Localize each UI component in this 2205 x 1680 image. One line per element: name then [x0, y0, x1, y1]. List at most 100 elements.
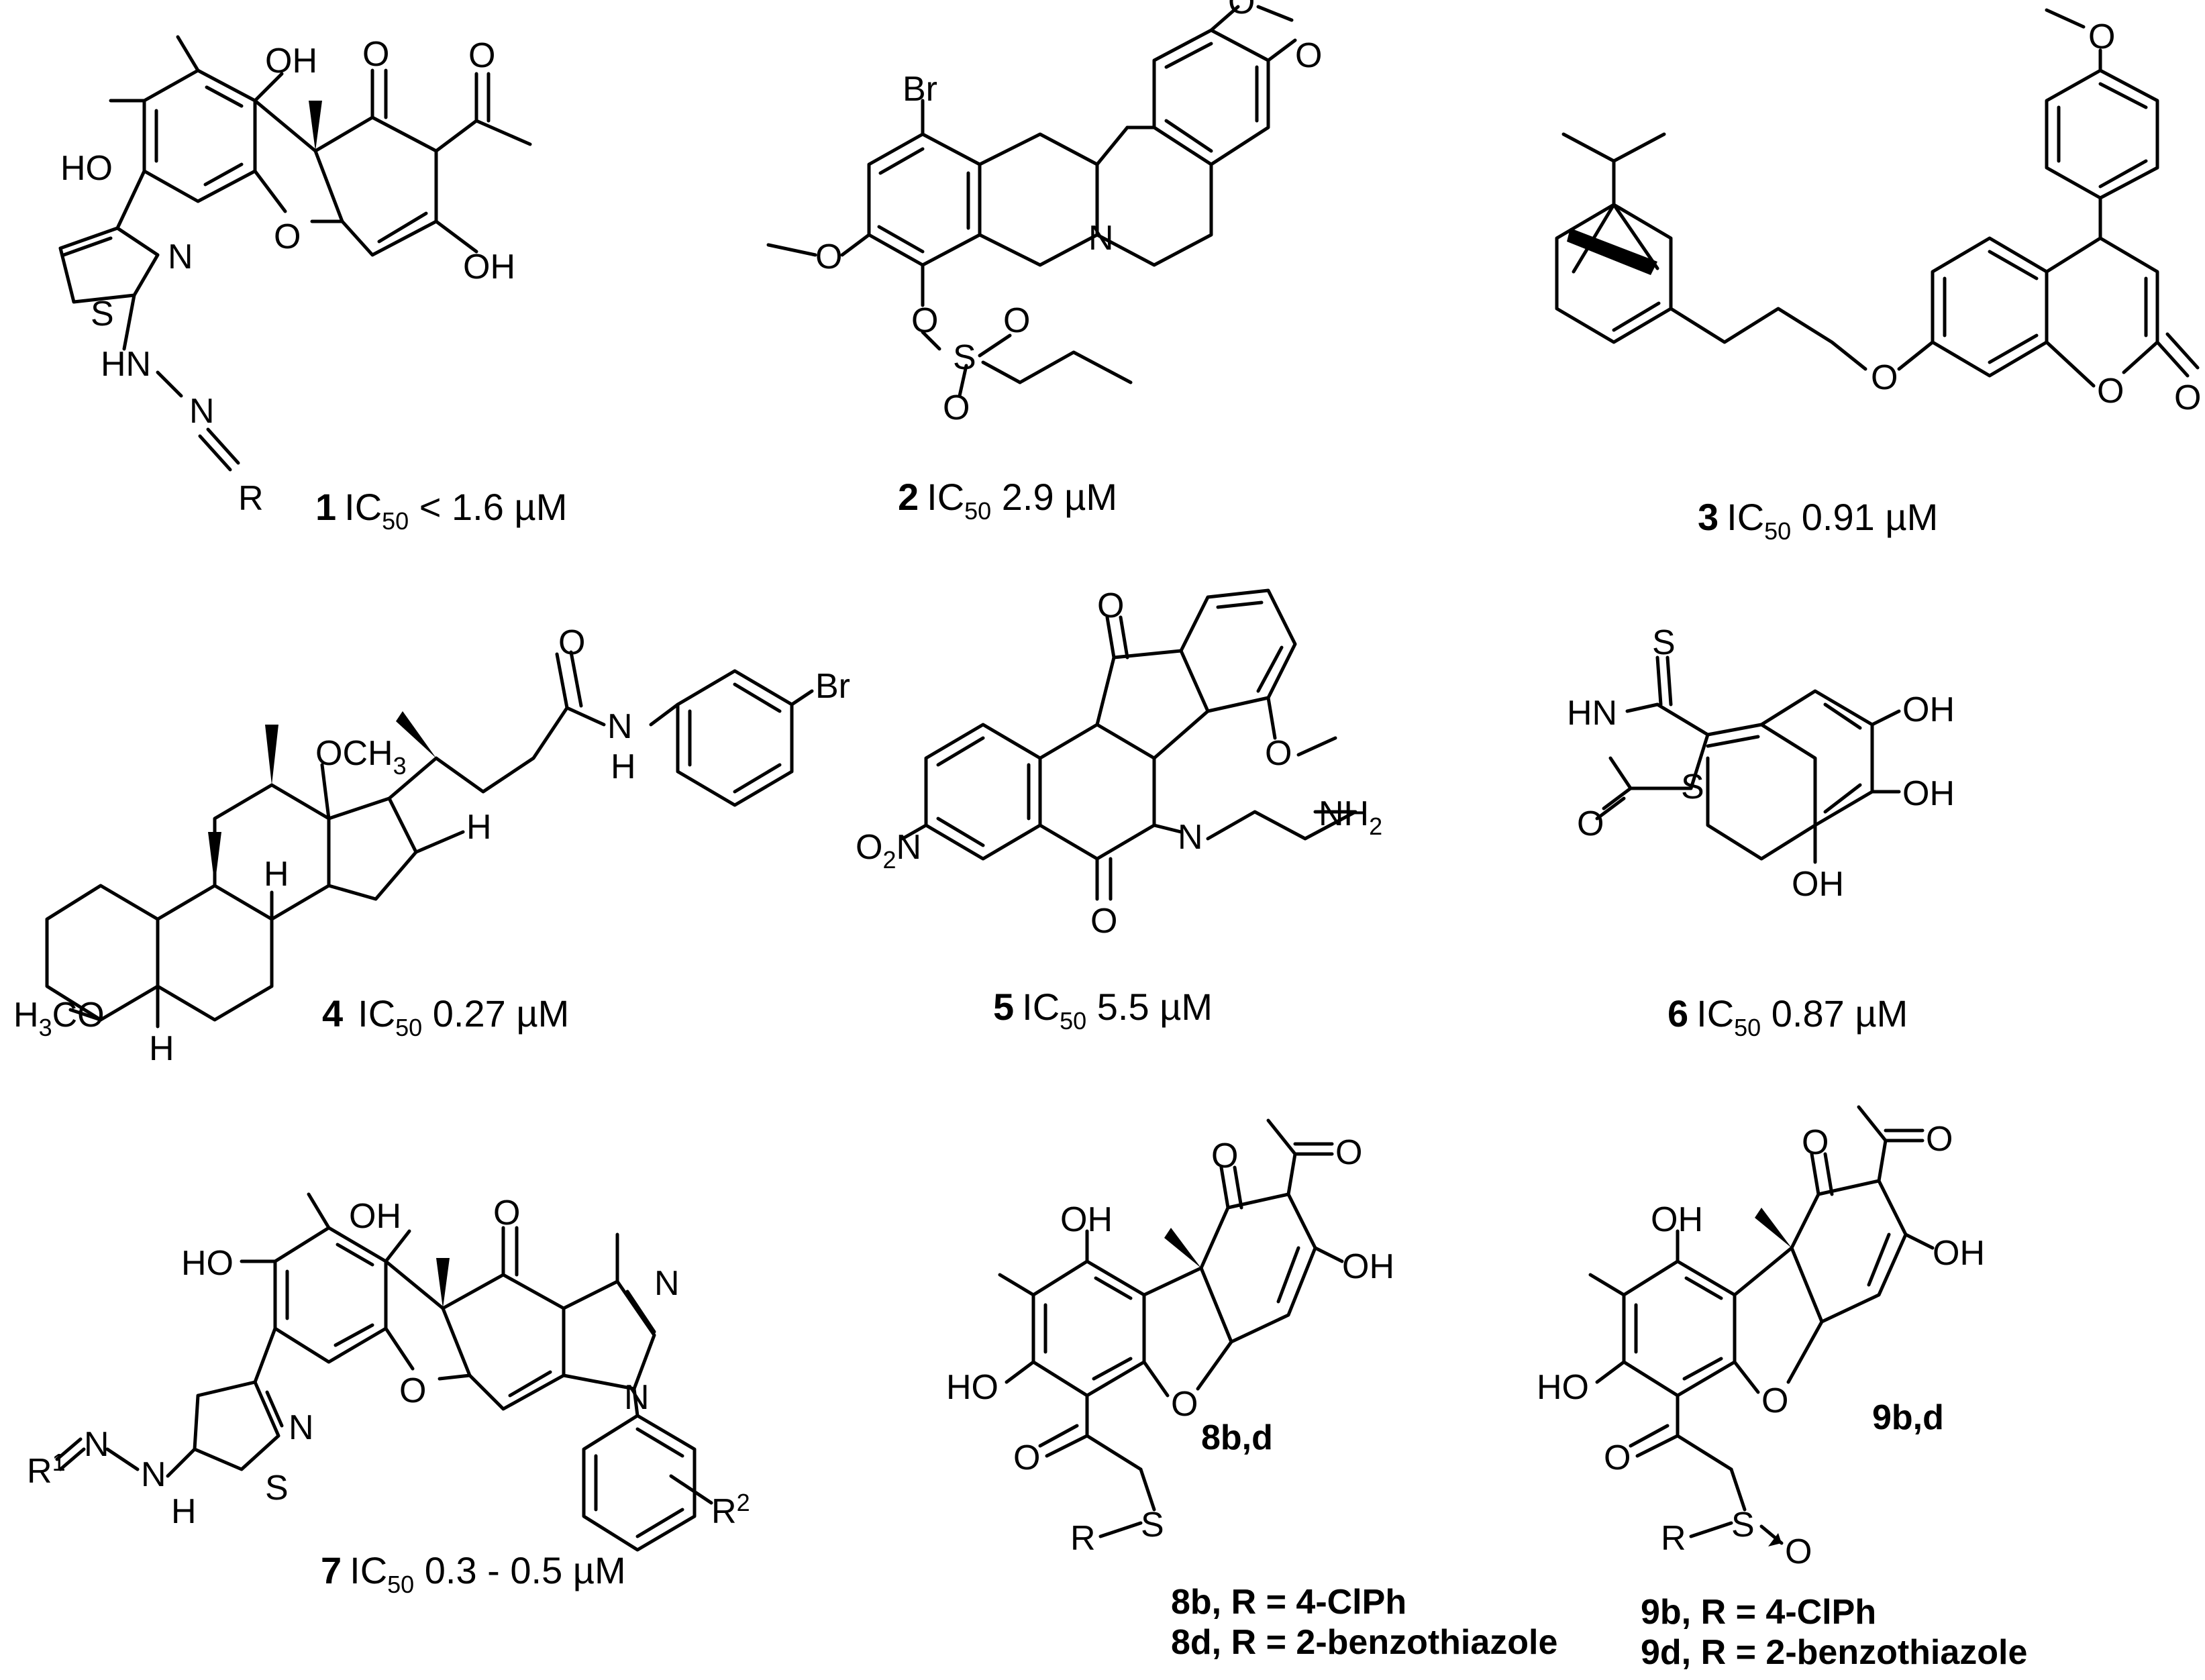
atom-label: S [1731, 1506, 1755, 1544]
atom-label: O [493, 1194, 520, 1232]
atom-label: N [289, 1408, 314, 1447]
compound-4-atom-labels: O N H Br OCH3 H H H H3CO [13, 623, 850, 1068]
atom-label: OH [463, 248, 515, 286]
compound-2-structure [766, 5, 1297, 398]
atom-label: H3CO [13, 996, 105, 1041]
compound-8-label: 8b,d [1201, 1418, 1273, 1457]
atom-label: O [1265, 734, 1292, 773]
atom-label: N [654, 1264, 680, 1303]
atom-label: S [265, 1469, 289, 1508]
atom-label: O [815, 238, 842, 276]
compound-4-structure [45, 650, 814, 1029]
compound-7-atom-labels: OH HO O N N O N S R1 N N H R2 [27, 1194, 750, 1531]
compound-3-structure [1555, 8, 2200, 388]
atom-label: O [911, 301, 938, 340]
atom-label: H [171, 1492, 197, 1531]
atom-label: OCH3 [315, 734, 407, 780]
compound-8-atom-labels: O O OH OH HO O O S R [946, 1133, 1394, 1558]
atom-label: OH [1342, 1247, 1394, 1286]
atom-label: O [1013, 1438, 1040, 1477]
compound-9-note: 9d, R = 2-benzothiazole [1641, 1633, 2027, 1672]
atom-label: O [943, 388, 970, 427]
atom-label: O [1211, 1137, 1238, 1175]
atom-label: O [2174, 378, 2201, 417]
compound-8-note: 8b, R = 4-ClPh [1171, 1583, 1406, 1622]
atom-label: HN [101, 345, 151, 384]
atom-label: N [189, 392, 215, 431]
atom-label: H [466, 808, 492, 847]
atom-label: O [1577, 804, 1604, 843]
compound-9-atom-labels: O O OH OH HO O O S O R [1537, 1120, 1985, 1571]
compound-1-atom-labels: OH HO O O OH O S N HN N R [60, 35, 515, 518]
atom-label: O2N [856, 828, 921, 874]
atom-label: OH [349, 1197, 401, 1236]
atom-label: O [1171, 1385, 1198, 1424]
atom-label: O [2088, 17, 2115, 56]
compound-5-structure [901, 588, 1357, 901]
atom-label: N [1088, 219, 1114, 258]
atom-label: OH [1792, 865, 1844, 904]
compound-6-structure [1595, 655, 1901, 864]
atom-label: H [264, 855, 289, 894]
compound-8-structure [998, 1118, 1344, 1538]
compound-1-structure [58, 35, 532, 472]
atom-label: O [1761, 1381, 1788, 1420]
compound-7-structure [55, 1192, 713, 1552]
atom-label: O [1228, 0, 1255, 21]
atom-label: OH [1060, 1200, 1113, 1239]
atom-label: O [1604, 1438, 1631, 1477]
atom-label: N [1178, 818, 1203, 857]
atom-label: OH [265, 42, 317, 81]
atom-label: S [91, 295, 114, 333]
atom-label: OH [1902, 774, 1955, 813]
atom-label: S [953, 338, 976, 377]
compound-9-structure [1588, 1105, 1935, 1546]
atom-label: O [558, 623, 585, 662]
atom-label: OH [1651, 1200, 1703, 1239]
atom-label: O [2097, 372, 2124, 411]
atom-label: N [168, 238, 193, 276]
atom-label: HN [1567, 694, 1617, 733]
compound-8-note: 8d, R = 2-benzothiazole [1171, 1623, 1557, 1662]
atom-label: H [149, 1029, 174, 1068]
atom-label: O [1926, 1120, 1953, 1159]
atom-label: O [399, 1371, 426, 1410]
atom-label: H [611, 747, 636, 786]
atom-label: N [624, 1378, 650, 1417]
atom-label: R [1661, 1519, 1686, 1558]
atom-label: R2 [711, 1489, 750, 1531]
atom-label: O [468, 36, 495, 75]
atom-label: O [274, 217, 301, 256]
atom-label: O [1097, 586, 1124, 625]
atom-label: N [84, 1425, 109, 1464]
compound-6-atom-labels: S HN S O OH OH OH [1567, 623, 1955, 904]
atom-label: NH2 [1319, 794, 1382, 840]
compound-3-atom-labels: O O O O [1871, 17, 2201, 417]
atom-label: N [607, 707, 633, 746]
atom-label: O [1802, 1123, 1829, 1162]
compound-9-note: 9b, R = 4-ClPh [1641, 1593, 1876, 1632]
atom-label: HO [60, 149, 113, 188]
atom-label: O [1335, 1133, 1362, 1172]
atom-label: S [1141, 1506, 1164, 1544]
atom-label: HO [1537, 1368, 1589, 1407]
atom-label: HO [181, 1244, 234, 1283]
atom-label: N [141, 1455, 166, 1494]
atom-label: OH [1902, 690, 1955, 729]
atom-label: R1 [27, 1449, 66, 1491]
atom-label: O [1003, 301, 1030, 340]
atom-label: O [362, 35, 389, 74]
compound-9-label: 9b,d [1872, 1398, 1944, 1437]
atom-label: OH [1933, 1234, 1985, 1273]
atom-label: HO [946, 1368, 998, 1407]
atom-label: O [1295, 36, 1322, 75]
atom-label: Br [903, 70, 937, 109]
